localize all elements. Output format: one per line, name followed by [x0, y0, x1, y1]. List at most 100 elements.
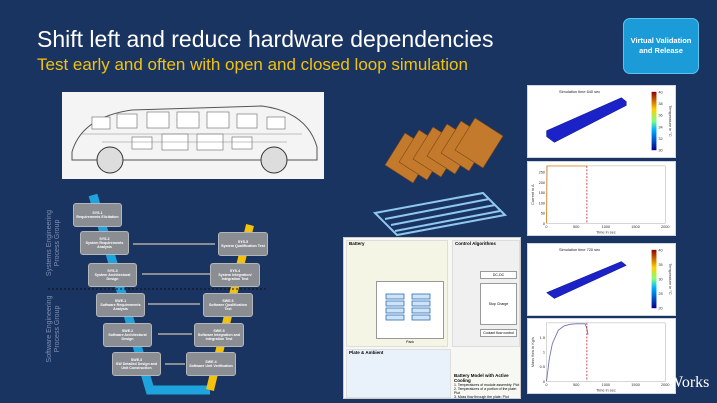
plate-subsystem: Plate & Ambient [346, 349, 451, 398]
colorbar-tick: 30 [658, 148, 662, 153]
y-tick: 0.5 [540, 364, 545, 369]
battery-module [454, 117, 504, 169]
process-name: System Architectural Design [94, 272, 131, 282]
process-name: Software Requirements Analysis [100, 302, 141, 312]
y-tick: 1.5 [540, 335, 545, 340]
note-line[interactable]: 1. Temperatures of module assembly: Plot [454, 383, 520, 387]
note-title: Battery Model with Active Cooling [454, 373, 509, 383]
colorbar-tick: 32 [658, 136, 662, 141]
x-tick: 2000 [661, 224, 670, 229]
colorbar-tick: 25 [658, 291, 662, 296]
plot-title: Simulation time 720 sec [559, 247, 600, 252]
y-tick: 0 [543, 379, 545, 384]
colorbar [651, 249, 657, 309]
plot-axes [546, 165, 666, 224]
y-tick: 0 [543, 221, 545, 226]
colorbar-tick: 38 [658, 101, 662, 106]
battery-pack-3d-render [365, 95, 513, 237]
vehicle-architecture-diagram [62, 92, 324, 179]
process-name: Software Integration and Integration Tes… [197, 332, 241, 342]
stop-charge-block[interactable]: Stop Charge [480, 283, 517, 325]
model-notes: Battery Model with Active Cooling 1. Tem… [454, 373, 522, 399]
colorbar [651, 91, 657, 151]
y-axis-label: Mass flow in Kg/s [530, 337, 535, 367]
colorbar-tick: 30 [658, 276, 662, 281]
process-name: Software Unit Verification [189, 364, 233, 368]
process-id: SYS.1 [92, 210, 103, 215]
y-tick: 50 [541, 211, 545, 216]
process-name: Requirements Elicitation [76, 215, 119, 219]
y-tick: 100 [539, 200, 545, 205]
colorbar-tick: 20 [658, 306, 662, 311]
process-id: SWE.6 [222, 298, 234, 303]
colorbar-tick: 34 [658, 124, 663, 129]
x-tick: 500 [573, 382, 579, 387]
virtual-validation-badge[interactable]: Virtual Validation and Release [623, 18, 699, 74]
process-id: SWE.3 [130, 357, 143, 362]
x-tick: 1500 [631, 382, 640, 387]
x-tick: 500 [573, 224, 579, 229]
coolant-flow-block[interactable]: Coolant flow control [480, 329, 517, 337]
process-id: SYS.4 [229, 268, 241, 273]
y-tick: 150 [539, 190, 545, 195]
plate-label: Plate & Ambient [349, 350, 384, 355]
series-line [546, 165, 587, 224]
y-tick: 250 [539, 170, 545, 175]
process-id: SWE.2 [121, 328, 134, 333]
process-name: Software Qualification Test [209, 302, 247, 312]
plot-title: Simulation time 640 sec [559, 89, 600, 94]
x-tick: 0 [545, 224, 547, 229]
x-tick: 1000 [602, 382, 611, 387]
colorbar-label: Temperature in °C [668, 263, 673, 294]
heat-surface [546, 261, 627, 299]
process-id: SWE.5 [213, 328, 225, 333]
x-tick: 1500 [631, 224, 640, 229]
control-label: Control Algorithms [455, 241, 496, 246]
colorbar-tick: 40 [658, 89, 662, 94]
process-id: SWE.4 [205, 359, 217, 364]
series-line [546, 323, 589, 382]
process-name: System Integration/ Integration Test [218, 272, 252, 282]
colorbar-label: Temperature in °C [668, 105, 673, 136]
colorbar-tick: 36 [658, 113, 662, 118]
dcdc-block[interactable]: DC-DC [480, 271, 517, 279]
slide-title: Shift left and reduce hardware dependenc… [37, 26, 494, 52]
y-tick: 1 [543, 350, 545, 355]
y-tick: 200 [539, 180, 545, 185]
process-id: SYS.5 [237, 239, 249, 244]
x-tick: 2000 [661, 382, 670, 387]
software-group-label: Software Engineering Process Group [46, 295, 62, 363]
note-line[interactable]: 3. Mass flow through the plate: Plot [454, 395, 509, 399]
process-id: SYS.2 [99, 236, 110, 241]
heat-surface [546, 97, 627, 143]
process-name: SW Detailed Design and Unit Construction [115, 361, 158, 371]
process-name: System Requirements Analysis [85, 240, 124, 250]
x-axis-label: Time in sec [596, 388, 616, 393]
note-line[interactable]: 2. Temperatures of a portion of the plat… [454, 387, 517, 395]
battery-label: Battery [349, 241, 365, 246]
process-id: SWE.1 [114, 298, 127, 303]
x-tick: 1000 [602, 224, 611, 229]
colorbar-tick: 40 [658, 247, 662, 252]
colorbar-tick: 35 [658, 262, 662, 267]
simulink-model: Battery Control Algorithms Plate & Ambie… [343, 237, 521, 399]
pack-block[interactable]: Pack [376, 281, 444, 344]
mathworks-logo: Works [668, 374, 710, 391]
v-model-diagram: Systems Engineering Process Group Softwa… [0, 190, 300, 403]
systems-group-label: Systems Engineering Process Group [46, 209, 62, 277]
pack-label: Pack [406, 340, 414, 344]
